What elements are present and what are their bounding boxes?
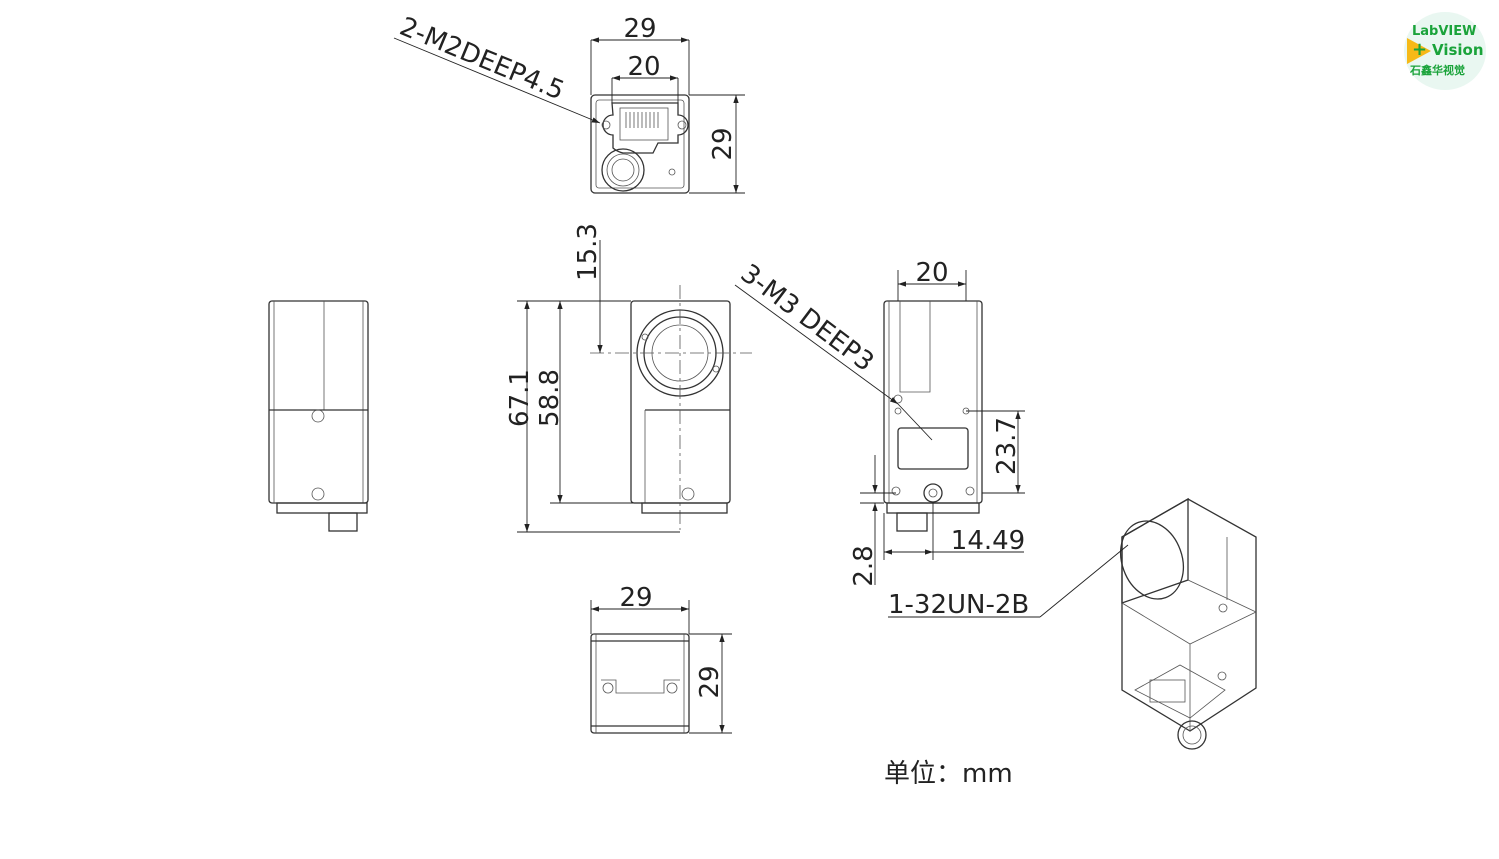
- back-view: 20 23.7 14.49 2.8 3-M3 DEEP3: [734, 258, 1025, 587]
- dim-lens-offset: 15.3: [573, 223, 603, 281]
- callout-m2-holes: 2-M2DEEP4.5: [395, 12, 568, 107]
- callout-lens-thread: 1-32UN-2B: [888, 590, 1029, 620]
- callout-m3-holes: 3-M3 DEEP3: [735, 259, 879, 378]
- isometric-view: 1-32UN-2B: [888, 497, 1257, 750]
- dim-hole-height: 23.7: [992, 417, 1022, 475]
- side-view: 15.3 67.1 58.8: [505, 223, 752, 533]
- dim-top-inner-width: 20: [627, 52, 660, 82]
- logo-text-chinese: 石鑫华视觉: [1410, 64, 1465, 77]
- logo-text-labview: LabVIEW: [1412, 24, 1477, 39]
- dim-top-width: 29: [623, 14, 656, 44]
- dim-top-height: 29: [708, 127, 738, 160]
- bottom-view: 29 29: [590, 583, 732, 734]
- top-view: 29 20 29 2-M2DEEP4.5: [393, 12, 745, 194]
- left-side-view: [268, 300, 369, 532]
- logo-plus: +: [1412, 39, 1428, 60]
- dim-bottom-height: 29: [695, 665, 725, 698]
- dim-body-length: 58.8: [535, 369, 565, 427]
- dim-back-width: 20: [915, 258, 948, 288]
- play-triangle-icon: [1407, 38, 1431, 64]
- dim-bottom-width: 29: [619, 583, 652, 613]
- dim-total-length: 67.1: [505, 369, 535, 427]
- labview-vision-logo: LabVIEW + Vision 石鑫华视觉: [1404, 12, 1486, 90]
- dim-offset-x: 14.49: [951, 526, 1025, 556]
- dim-offset-y: 2.8: [849, 545, 879, 586]
- logo-text-vision: Vision: [1432, 41, 1484, 59]
- unit-label: 单位：mm: [884, 759, 1013, 789]
